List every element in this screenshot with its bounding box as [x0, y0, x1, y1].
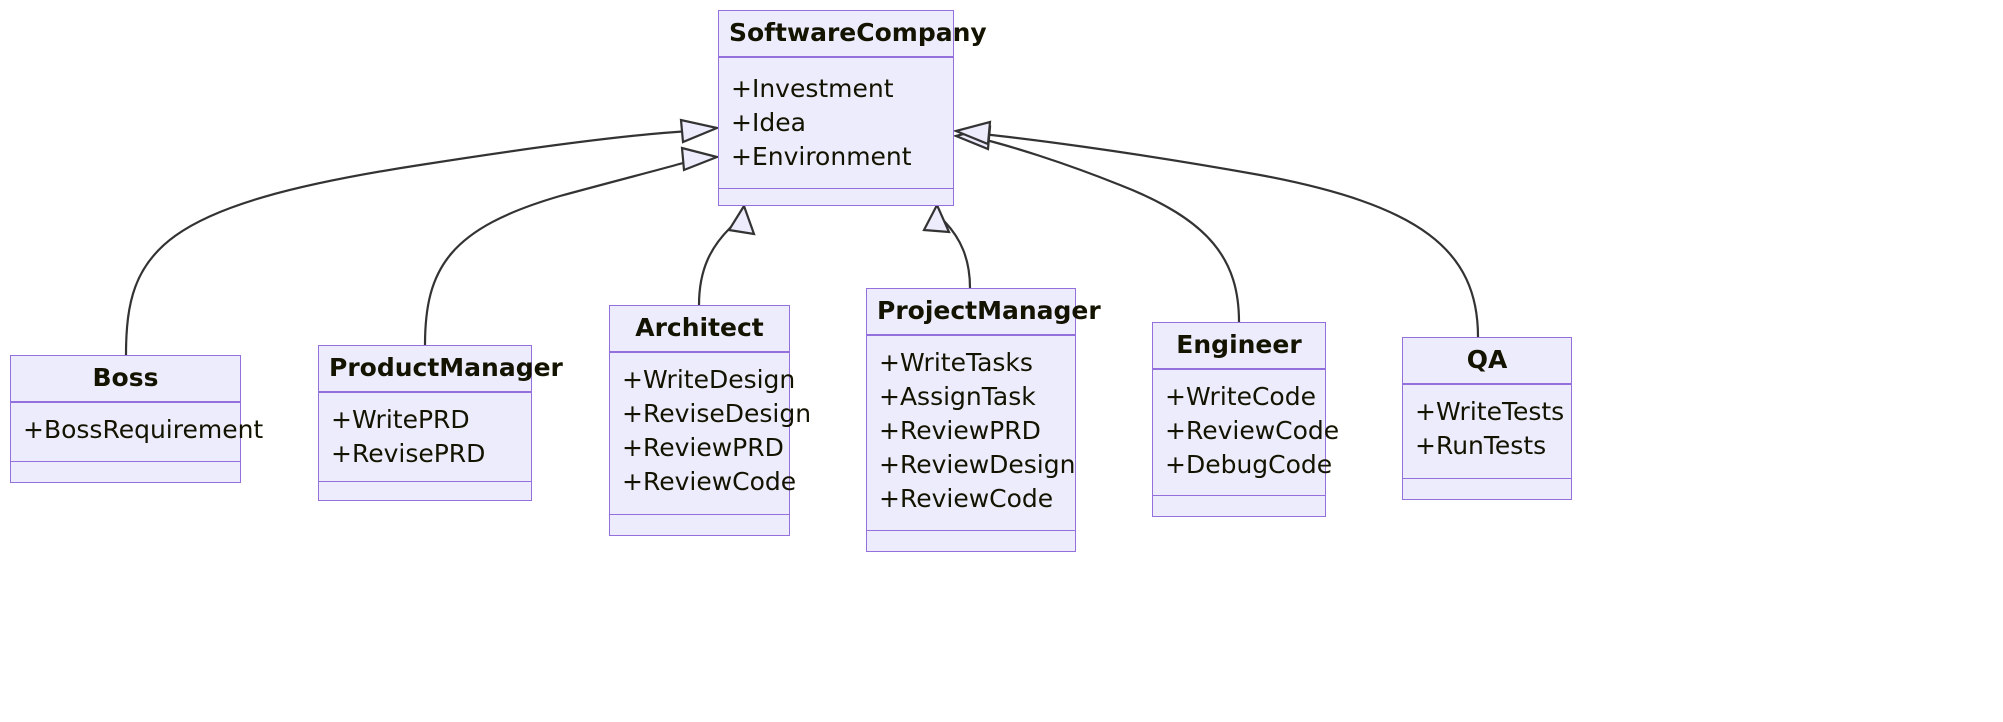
attribute-item: +BossRequirement — [23, 414, 264, 444]
class-node-product-manager[interactable]: ProductManager +WritePRD +RevisePRD — [318, 345, 563, 501]
compartment-divider — [319, 480, 531, 483]
class-methods — [319, 482, 531, 500]
attribute-item: +WriteTests — [1415, 396, 1565, 426]
class-attributes: +WritePRD +RevisePRD — [319, 393, 531, 481]
class-methods — [867, 531, 1075, 551]
attribute-item: +ReviewCode — [879, 483, 1054, 513]
compartment-divider — [1403, 383, 1571, 385]
class-attributes: +WriteTests +RunTests — [1403, 385, 1571, 478]
class-title: Engineer — [1176, 330, 1302, 359]
class-node-architect[interactable]: Architect +WriteDesign +ReviseDesign +Re… — [609, 305, 812, 536]
inheritance-arrowhead-productmanager — [680, 146, 721, 172]
class-title: ProjectManager — [877, 296, 1101, 325]
attribute-item: +Environment — [731, 141, 912, 171]
attribute-item: +ReviewPRD — [622, 432, 784, 462]
attribute-item: +WriteCode — [1165, 381, 1316, 411]
class-node-engineer[interactable]: Engineer +WriteCode +ReviewCode +DebugCo… — [1152, 322, 1340, 517]
compartment-divider — [1153, 368, 1325, 370]
class-attributes: +WriteDesign +ReviseDesign +ReviewPRD +R… — [610, 353, 812, 514]
attribute-item: +Investment — [731, 73, 894, 103]
class-node-project-manager[interactable]: ProjectManager +WriteTasks +AssignTask +… — [866, 288, 1101, 552]
edge-architect-to-softwarecompany — [697, 211, 744, 306]
compartment-divider — [319, 391, 531, 393]
compartment-divider — [11, 401, 240, 403]
compartment-divider — [1403, 477, 1571, 479]
attribute-item: +WritePRD — [331, 404, 470, 434]
attribute-item: +ReviewDesign — [879, 449, 1076, 479]
class-title: Architect — [635, 313, 764, 342]
class-node-software-company[interactable]: SoftwareCompany +Investment +Idea +Envir… — [718, 10, 987, 206]
attribute-item: +Idea — [731, 107, 806, 137]
attribute-item: +RunTests — [1415, 430, 1547, 460]
class-title: SoftwareCompany — [729, 18, 987, 47]
compartment-divider — [867, 529, 1075, 531]
compartment-divider — [610, 513, 789, 515]
inheritance-arrowhead-engineer — [952, 125, 992, 151]
compartment-divider — [719, 187, 953, 190]
compartment-divider — [719, 56, 953, 58]
edge-projectmanager-to-softwarecompany — [935, 210, 972, 289]
compartment-divider — [867, 334, 1075, 336]
class-title: Boss — [92, 363, 159, 392]
class-methods — [11, 462, 240, 482]
class-methods — [719, 189, 953, 205]
class-methods — [1153, 496, 1325, 516]
class-attributes: +WriteTasks +AssignTask +ReviewPRD +Revi… — [867, 336, 1075, 530]
attribute-item: +AssignTask — [879, 381, 1036, 411]
inheritance-arrowhead-qa — [952, 120, 992, 146]
compartment-divider — [11, 460, 240, 462]
attribute-item: +WriteDesign — [622, 364, 796, 394]
attribute-item: +ReviewCode — [622, 466, 797, 496]
class-attributes: +Investment +Idea +Environment — [719, 58, 953, 188]
edge-boss-to-softwarecompany — [124, 129, 691, 356]
class-attributes: +BossRequirement — [11, 403, 264, 461]
class-node-qa[interactable]: QA +WriteTests +RunTests — [1402, 337, 1572, 500]
compartment-divider — [1153, 494, 1325, 496]
compartment-divider — [610, 351, 789, 353]
class-title: ProductManager — [329, 353, 563, 382]
attribute-item: +RevisePRD — [331, 438, 486, 468]
attribute-item: +DebugCode — [1165, 449, 1333, 479]
attribute-item: +WriteTasks — [879, 347, 1033, 377]
attribute-item: +ReviewCode — [1165, 415, 1340, 445]
class-methods — [1403, 479, 1571, 499]
attribute-item: +ReviseDesign — [622, 398, 812, 428]
class-attributes: +WriteCode +ReviewCode +DebugCode — [1153, 370, 1340, 495]
class-node-boss[interactable]: Boss +BossRequirement — [10, 355, 264, 483]
class-title: QA — [1466, 345, 1508, 374]
attribute-item: +ReviewPRD — [879, 415, 1041, 445]
inheritance-arrowhead-architect — [727, 203, 756, 236]
inheritance-arrowhead-boss — [679, 118, 721, 144]
class-methods — [610, 515, 789, 535]
inheritance-arrowhead-projectmanager — [922, 202, 951, 234]
